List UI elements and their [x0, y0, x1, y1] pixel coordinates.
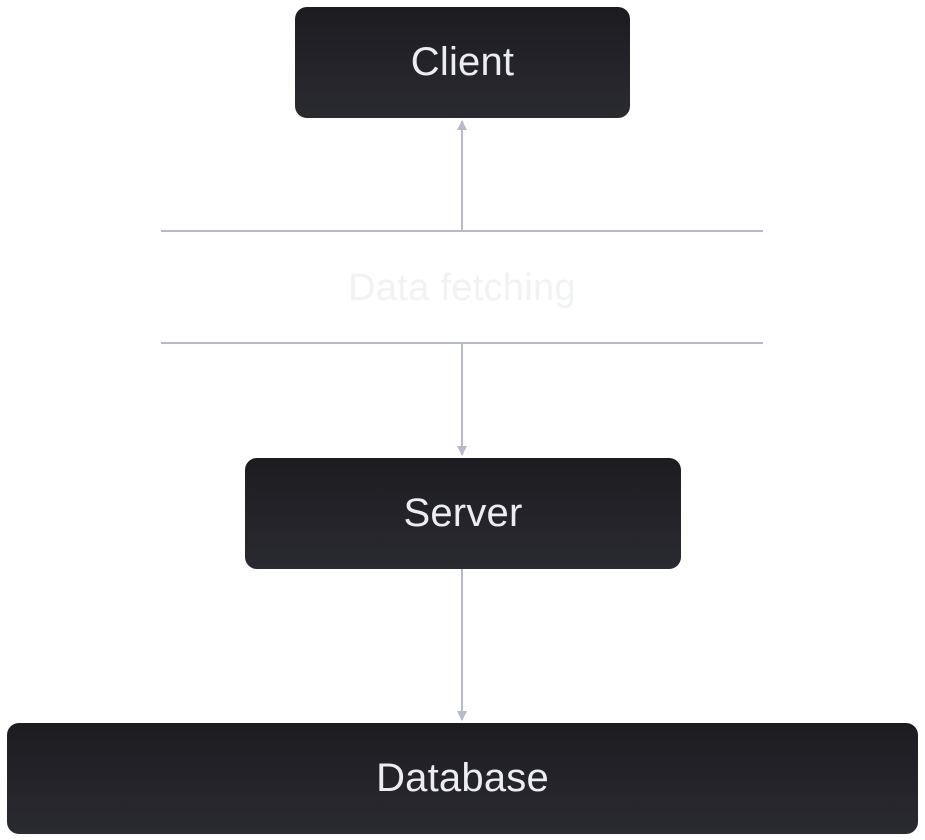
client-node: Client [295, 7, 630, 118]
client-node-label: Client [410, 40, 515, 84]
server-node-label: Server [403, 491, 523, 535]
database-node: Database [7, 723, 918, 834]
database-node-label: Database [376, 756, 549, 800]
data-fetching-label: Data fetching [348, 266, 576, 309]
server-node: Server [245, 458, 681, 569]
